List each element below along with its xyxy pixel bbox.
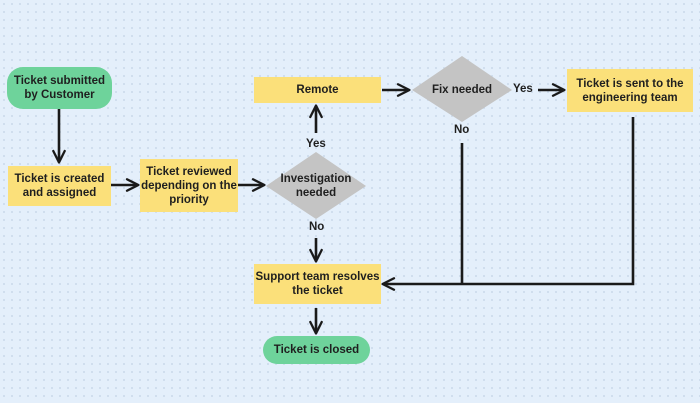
fix-needed-decision-shape	[412, 56, 512, 122]
node-ticket-created: Ticket is created and assigned	[8, 166, 111, 206]
node-support-resolves: Support team resolves the ticket	[254, 264, 381, 304]
node-ticket-submitted: Ticket submitted by Customer	[7, 67, 112, 109]
arrow-engineering-to-resolves	[381, 117, 635, 291]
edge-label-fix-no: No	[454, 124, 470, 136]
investigation-decision-shape	[266, 152, 366, 219]
node-ticket-closed: Ticket is closed	[263, 336, 370, 364]
node-engineering-team: Ticket is sent to the engineering team	[567, 69, 693, 112]
node-investigation-needed: Investigation needed	[280, 173, 352, 199]
node-fix-needed: Fix needed	[431, 84, 493, 96]
node-remote: Remote	[254, 77, 381, 103]
edge-label-fix-yes: Yes	[513, 83, 533, 95]
edge-label-investigation-no: No	[309, 221, 325, 233]
node-ticket-reviewed: Ticket reviewed depending on the priorit…	[140, 159, 238, 212]
edge-label-investigation-yes: Yes	[306, 138, 326, 150]
